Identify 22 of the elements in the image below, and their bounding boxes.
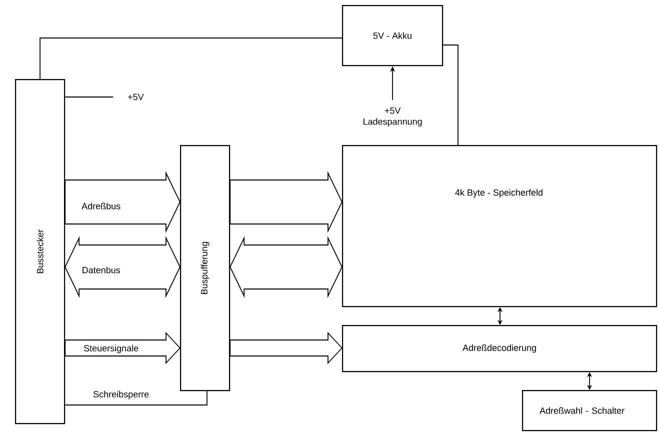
bus-arrow [230, 171, 342, 233]
edge-label: Steuersignale [82, 344, 140, 354]
decoder-box: Adreßdecodierung [342, 325, 658, 372]
bus-arrow [64, 332, 181, 364]
edge-label: +5V Ladespannung [360, 106, 425, 128]
edge-label: Adreßbus [80, 202, 122, 210]
edge-label: Schreibsperre [92, 390, 150, 400]
connector-line [64, 96, 114, 98]
memory-box: 4k Byte - Speicherfeld [342, 145, 658, 308]
edge-label: +5V [126, 92, 145, 102]
connector-line [442, 44, 458, 146]
buffer-box: Buspufferung [180, 145, 230, 392]
bus-arrow [230, 236, 342, 298]
connector-box: Busstecker [15, 79, 66, 424]
edge-label: Datenbus [80, 266, 122, 274]
bus-arrow [64, 236, 180, 298]
connector-line [40, 38, 342, 80]
connector-line [64, 390, 208, 406]
switch-box: Adreßwahl - Schalter [522, 390, 658, 432]
battery-box: 5V - Akku [342, 5, 444, 66]
bus-arrow [64, 171, 180, 233]
bus-arrow [230, 332, 343, 364]
